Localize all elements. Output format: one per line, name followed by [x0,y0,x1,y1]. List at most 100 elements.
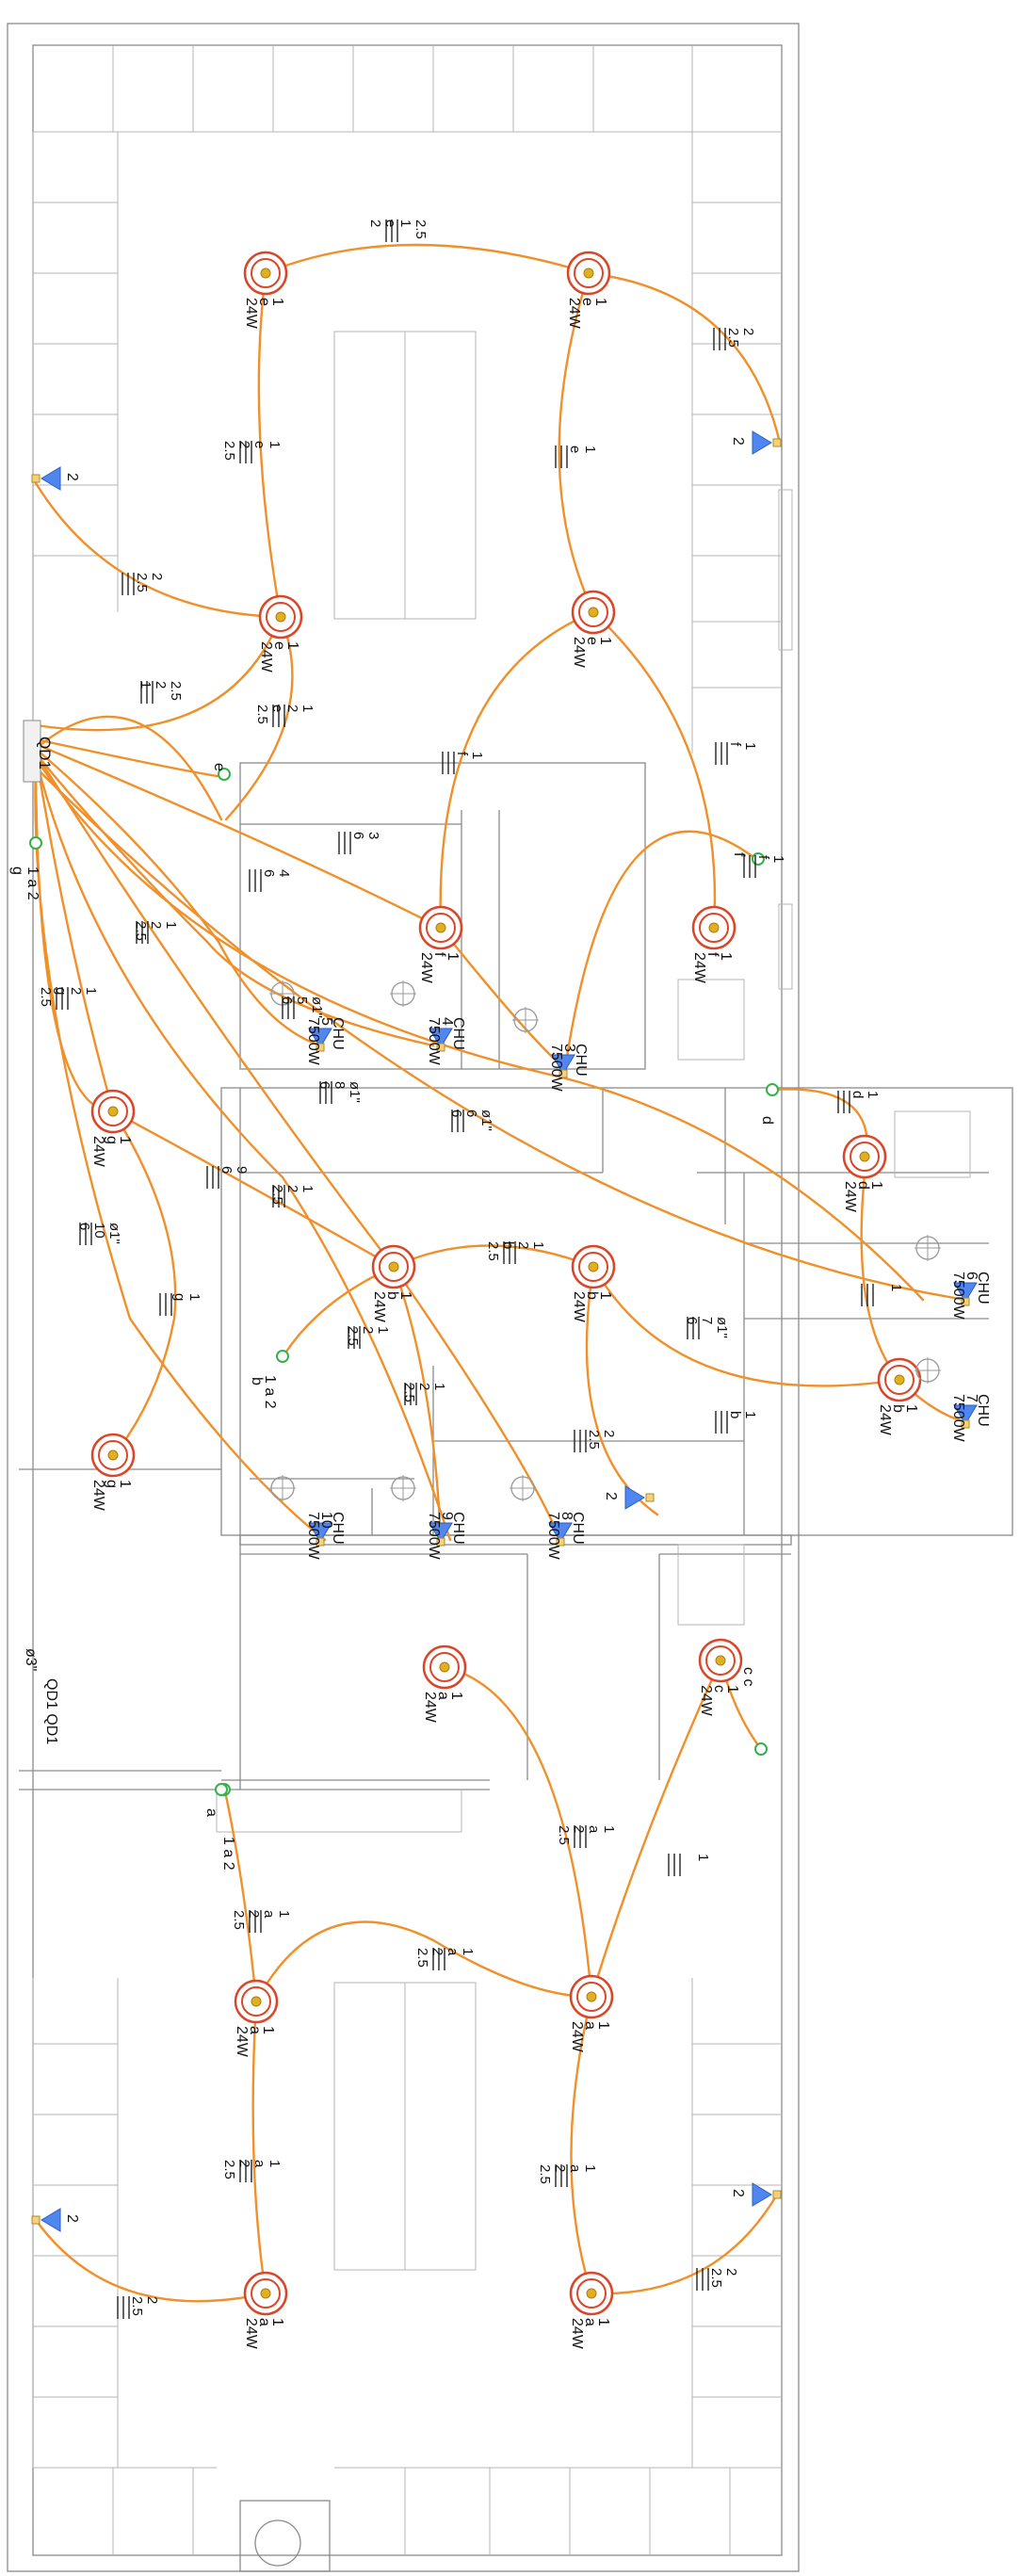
outlet-circuit: 2 [64,2214,80,2223]
wire [443,1665,593,1999]
shower-name: CHU [450,1512,466,1545]
lamp-core [388,1261,399,1272]
wire [591,610,717,930]
wire-label-text: 2 [360,1326,376,1334]
shower-circuit: 5 [318,1017,334,1026]
wire-label-text: 2 [552,2164,568,2172]
lamp-core [260,267,271,279]
lamp-power-label: 24W [569,2021,585,2053]
wire-label-text: 1 [299,1185,316,1192]
lamp-core [435,922,446,933]
wire-label-text: 1 [742,742,758,750]
outlet-triangle-icon [551,1054,575,1075]
lamp-power-label: 24W [418,952,434,984]
parking-bays-top [32,45,782,753]
lamp-sub-label: g [104,1136,120,1144]
wire-label-text: 8 [332,1081,348,1089]
wall-outlet[interactable]: 2 [31,2208,80,2232]
wire-label-text: 2 [236,441,252,448]
switch-label: e [211,763,227,771]
wall-outlet[interactable]: 2 [31,466,80,491]
light-switch[interactable] [754,1742,768,1756]
wire-label-text: 2 [429,1948,445,1955]
shower-circuit: 7 [963,1394,979,1402]
light-switch[interactable] [215,1783,228,1796]
lamp-circuit-label: 1 [592,298,608,306]
lamp-power-label: 24W [842,1181,858,1213]
lamp-core [859,1151,870,1162]
wall-outlet[interactable]: 2 [603,1485,655,1510]
shower-power: 7500W [548,1044,564,1093]
wire [254,1920,593,2003]
switch-label: b [249,1377,265,1385]
light-switch[interactable] [218,768,231,781]
wire-label-text: 2.5 [221,2160,237,2179]
wire [34,747,322,1047]
wire-label-text: 2.5 [38,987,54,1007]
shower-power: 7500W [426,1017,442,1066]
wire [563,830,755,1071]
shower-circuit: 8 [558,1512,575,1520]
shower-name: CHU [330,1512,346,1545]
wire-label: 1b [715,1411,758,1434]
wiring-runs [31,243,967,2303]
light-switch[interactable] [276,1350,289,1363]
wire-label: 1d [837,1091,881,1113]
shower-power: 7500W [545,1512,561,1561]
wall-outlet[interactable]: 2 [730,2182,782,2207]
shower-name: CHU [570,1512,586,1545]
wire [251,2000,267,2295]
wire-label-text: 2 [148,921,164,929]
wire-label: 36 [338,832,381,854]
panel-qd1[interactable]: QD1 [23,720,54,783]
wire-label: 22.5 [117,2296,160,2319]
light-switch[interactable] [766,1083,779,1096]
switch-icon [215,1783,228,1796]
wire-label: 1f [715,742,758,765]
outlet-triangle-icon [429,1028,453,1048]
outlet-triangle-icon [40,2208,61,2232]
wire-label-text: 2.5 [537,2164,553,2184]
wire-label-text: ø1" [478,1110,494,1131]
wire-label-text: 2.5 [708,2268,724,2288]
switch-label: c c [740,1667,756,1686]
lamp-power-label: 24W [243,2318,259,2350]
light-switch[interactable] [29,836,42,850]
wall-outlet[interactable]: 2 [730,430,782,455]
shower-power: 7500W [950,1272,966,1320]
lamp-power-label: 24W [90,1480,106,1512]
wire [439,610,595,930]
outlets-layer: 2 2 2 2 2 [31,430,782,2232]
